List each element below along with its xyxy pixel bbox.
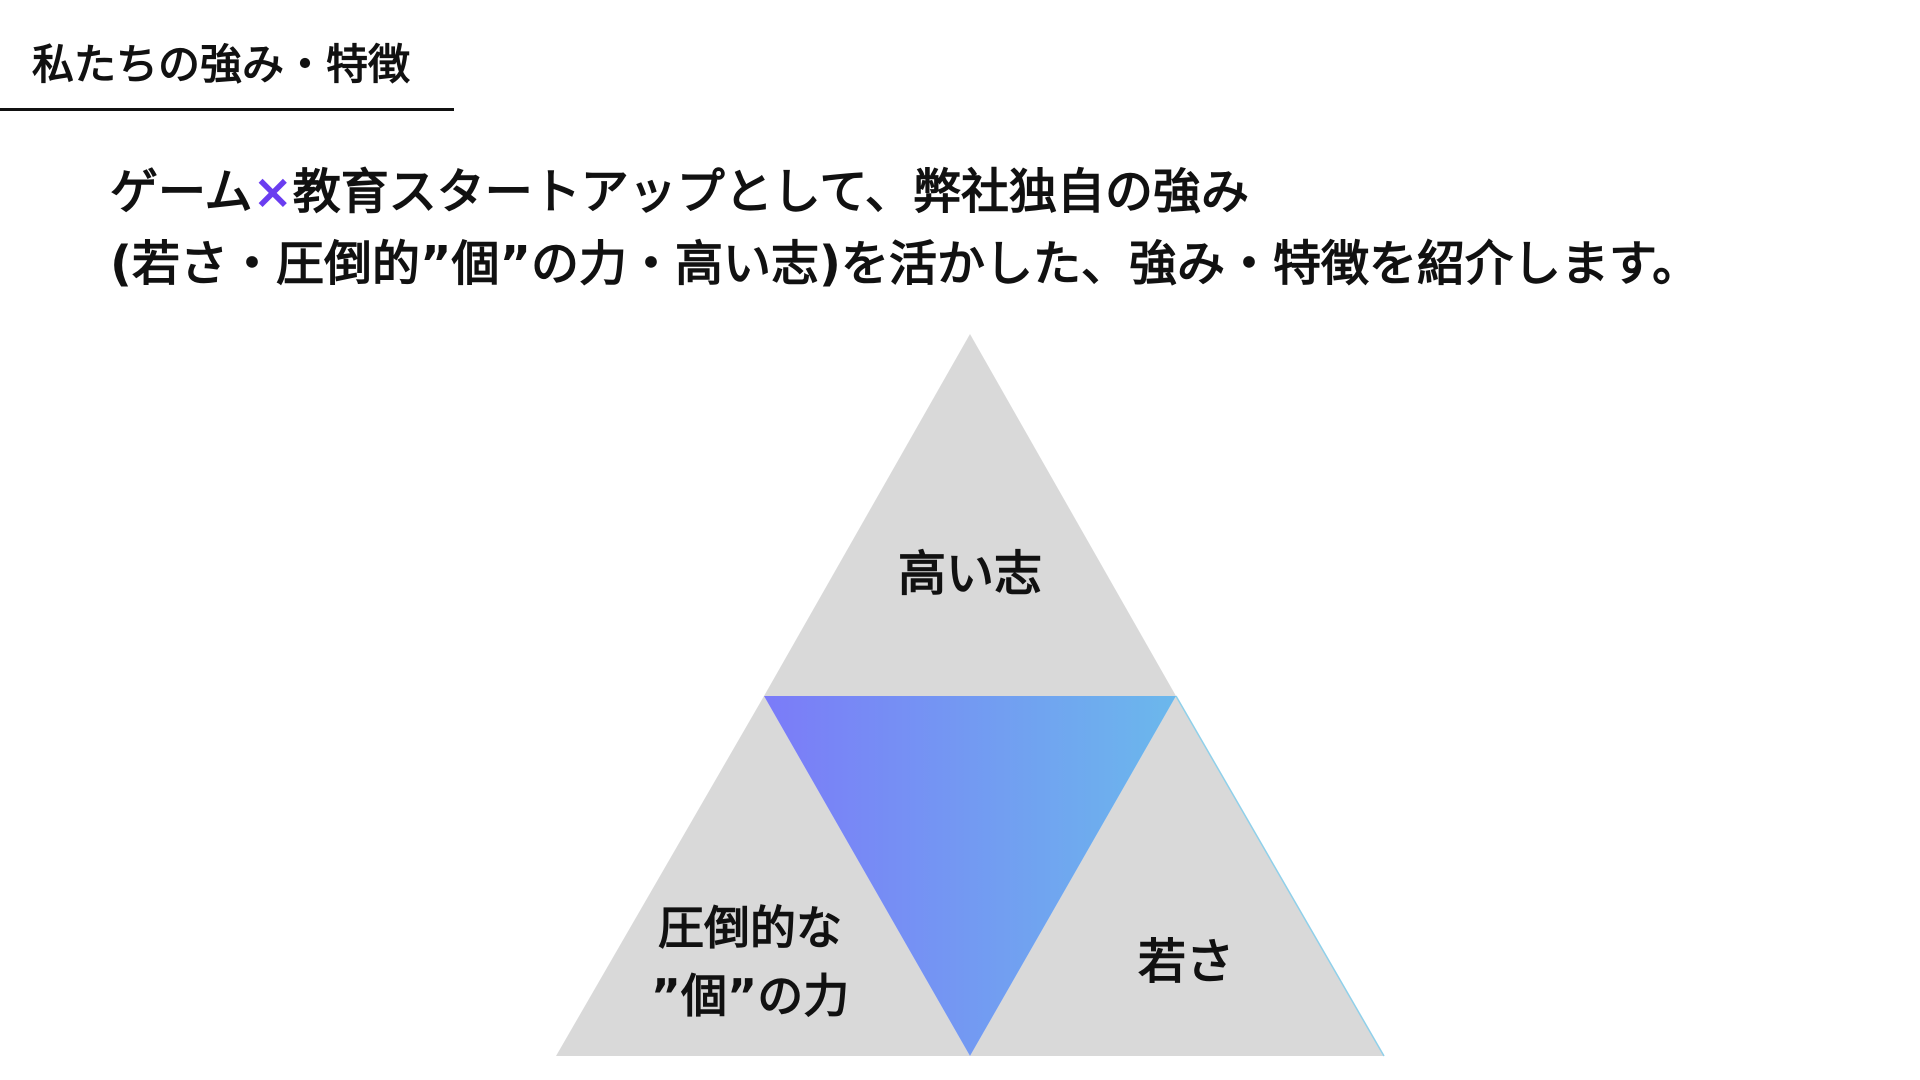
bottom-left-triangle [556, 696, 970, 1056]
label-high-aspiration: 高い志 [898, 546, 1042, 602]
lead-line-2: (若さ・圧倒的”個”の力・高い志)を活かした、強み・特徴を紹介します。 [110, 236, 1701, 292]
label-individual-power-line-2: ”個”の力 [651, 969, 849, 1023]
label-youth: 若さ [1138, 934, 1234, 990]
bottom-right-triangle-edge [1175, 695, 1385, 1057]
cross-mark: × [252, 164, 293, 220]
top-triangle [764, 334, 1176, 696]
section-title-underline [0, 108, 454, 111]
label-individual-power-line-1: 圧倒的な [658, 901, 842, 955]
section-title: 私たちの強み・特徴 [32, 40, 411, 89]
lead-line-1-after: 教育スタートアップとして、弊社独自の強み [292, 164, 1249, 220]
bottom-right-triangle [970, 696, 1384, 1056]
lead-text: ゲーム×教育スタートアップとして、弊社独自の強み (若さ・圧倒的”個”の力・高い… [110, 156, 1700, 300]
center-inverted-triangle [764, 696, 1176, 1056]
lead-line-1-before: ゲーム [110, 164, 253, 220]
lead-line-1: ゲーム×教育スタートアップとして、弊社独自の強み [110, 156, 1700, 228]
